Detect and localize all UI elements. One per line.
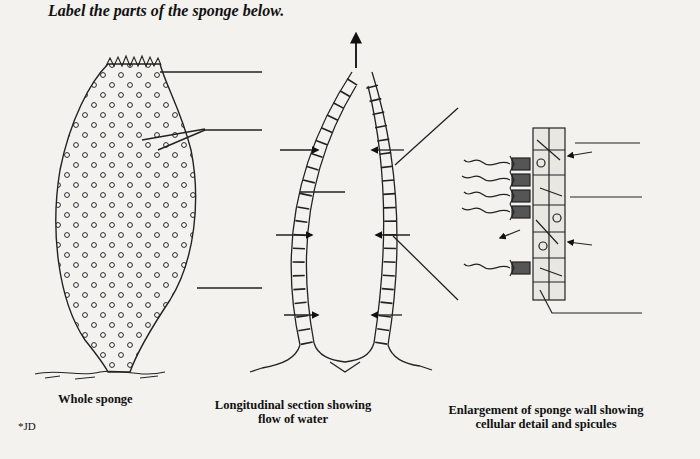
caption-label: *JD [18,420,58,433]
caption-label: Longitudinal section showing flow of wat… [212,398,374,427]
longitudinal-section [250,34,458,372]
whole-sponge [35,56,262,379]
wall-enlargement [462,128,642,313]
caption-label: Whole sponge [58,392,178,406]
caption-label: Enlargement of sponge wall showing cellu… [428,403,664,432]
title-text: Label the parts of the sponge below. [48,2,408,20]
